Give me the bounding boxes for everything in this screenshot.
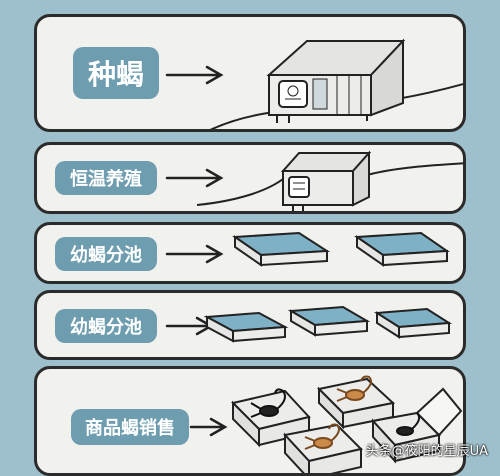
scorpion-boxes-illustration bbox=[231, 375, 463, 473]
step-label-1: 种蝎 bbox=[73, 47, 159, 99]
step-label-3: 幼蝎分池 bbox=[55, 237, 157, 271]
watermark: 头条@筱阳的星辰UA bbox=[365, 444, 488, 459]
incubator-illustration bbox=[196, 150, 463, 211]
step-panel-5: 商品蝎销售 bbox=[34, 366, 466, 476]
arrow-icon bbox=[165, 168, 224, 188]
incubator-box-illustration bbox=[210, 38, 463, 129]
step-panel-3: 幼蝎分池 bbox=[34, 222, 466, 284]
step-label-5: 商品蝎销售 bbox=[71, 409, 189, 445]
scorpion-icon bbox=[304, 423, 340, 450]
step-panel-1: 种蝎 bbox=[34, 14, 466, 132]
arrow-icon bbox=[165, 244, 224, 264]
scorpion-icon bbox=[250, 388, 286, 418]
step-label-2: 恒温养殖 bbox=[55, 161, 157, 195]
arrow-icon bbox=[165, 65, 224, 85]
step-label-4: 幼蝎分池 bbox=[55, 309, 157, 343]
pools-illustration bbox=[203, 305, 453, 343]
scorpion-icon bbox=[336, 375, 372, 402]
step-panel-2: 恒温养殖 bbox=[34, 142, 466, 214]
step-panel-4: 幼蝎分池 bbox=[34, 290, 466, 360]
pools-illustration bbox=[232, 231, 450, 267]
arrow-icon bbox=[189, 417, 228, 437]
scorpion-icon bbox=[396, 412, 421, 436]
